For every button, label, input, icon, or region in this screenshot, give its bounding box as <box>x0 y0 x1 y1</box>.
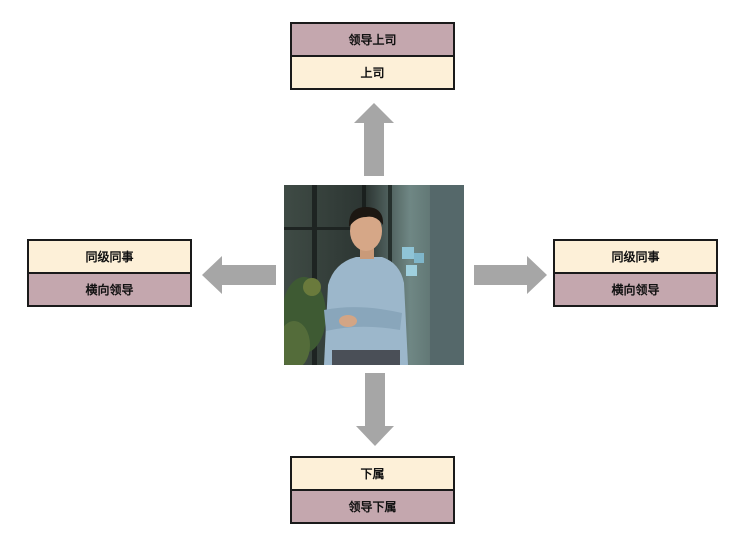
peer-box-right: 同级同事 横向领导 <box>553 239 718 307</box>
arrow-right-icon <box>474 256 547 294</box>
peer-right-title: 同级同事 <box>555 241 716 272</box>
arrow-up-icon <box>354 103 394 176</box>
arrow-left-icon <box>202 256 276 294</box>
superior-subtitle: 上司 <box>292 55 453 88</box>
subordinate-subtitle: 领导下属 <box>292 489 453 522</box>
peer-right-subtitle: 横向领导 <box>555 272 716 305</box>
peer-box-left: 同级同事 横向领导 <box>27 239 192 307</box>
subordinate-title: 下属 <box>292 458 453 489</box>
arrow-down-icon <box>356 373 394 446</box>
peer-left-subtitle: 横向领导 <box>29 272 190 305</box>
subordinate-box: 下属 领导下属 <box>290 456 455 524</box>
man-portrait-photo <box>284 185 464 365</box>
superior-box: 领导上司 上司 <box>290 22 455 90</box>
superior-title: 领导上司 <box>292 24 453 55</box>
peer-left-title: 同级同事 <box>29 241 190 272</box>
